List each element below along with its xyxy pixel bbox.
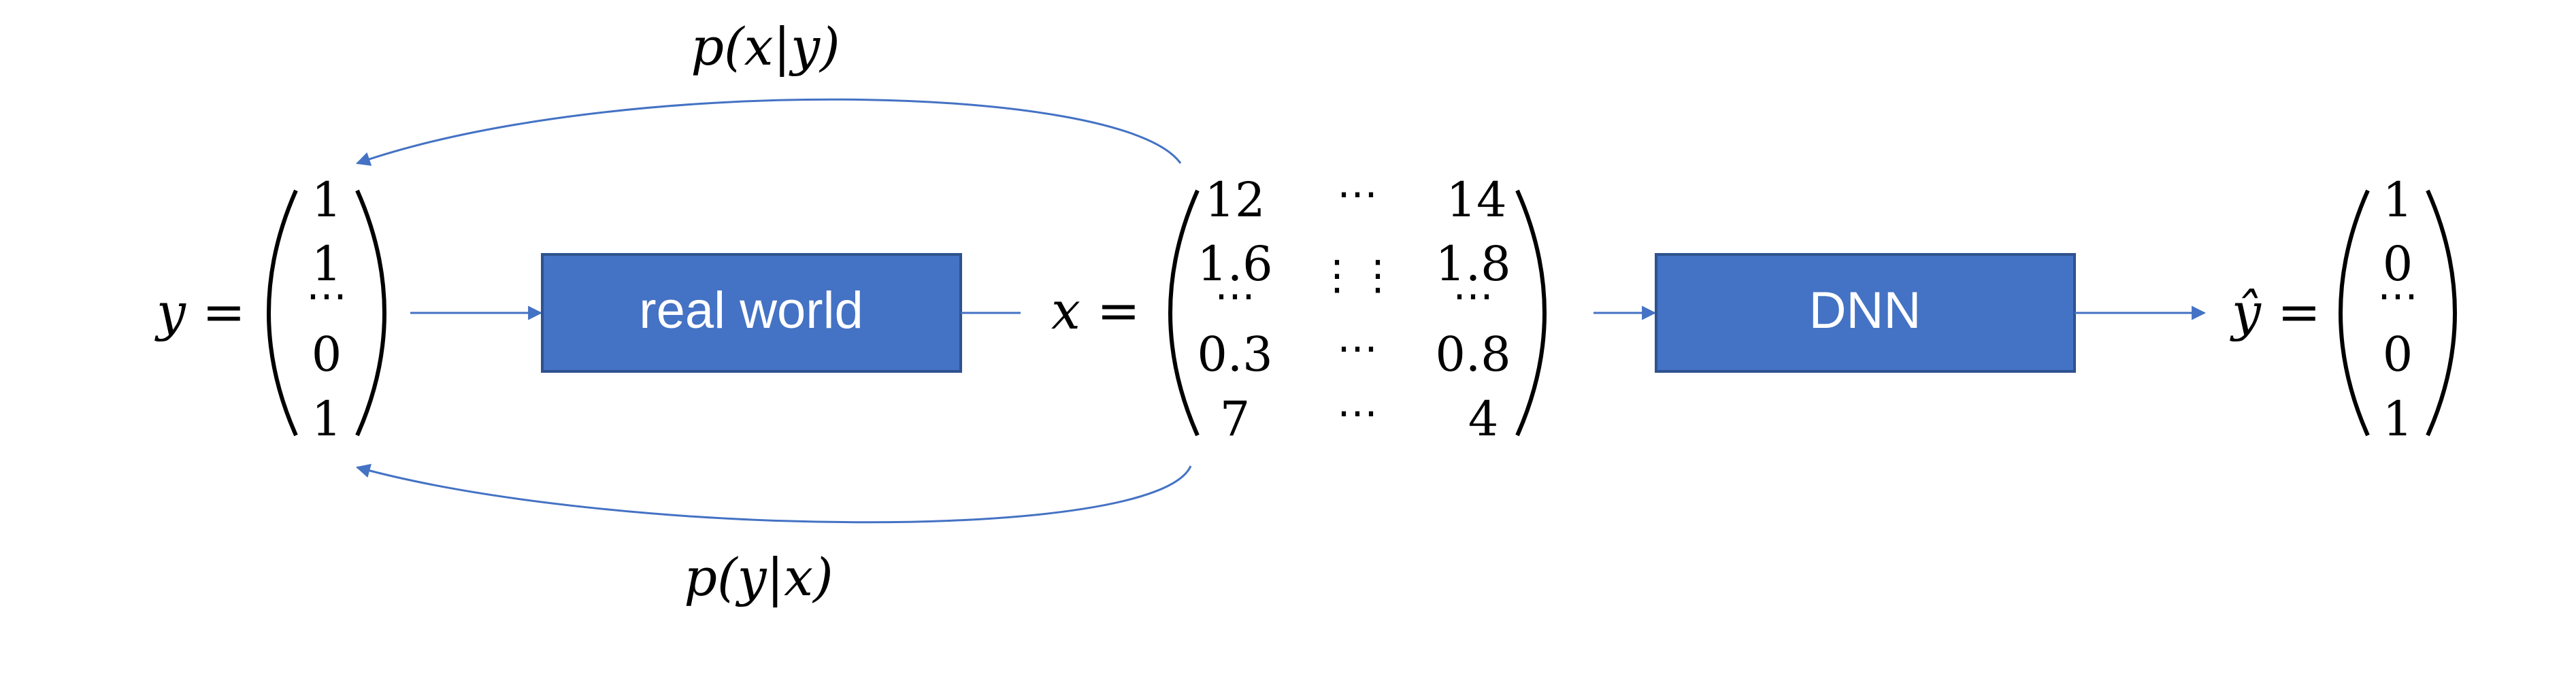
x-matrix-cell: 0.8 <box>1435 327 1510 382</box>
y-vector-entry: 1 <box>312 172 342 228</box>
label-p-x-given-y: p(x|y) <box>691 16 840 77</box>
arrow-x-to-y-bottom <box>355 463 1192 524</box>
real-world-label: real world <box>639 282 863 339</box>
x-matrix-left-paren <box>1168 189 1200 437</box>
yhat-vector-lhs: ŷ = <box>2230 282 2321 342</box>
yhat-vector-left-paren <box>2339 189 2370 437</box>
y-vector: y = 1 1 ⋯ 0 1 <box>154 172 386 447</box>
x-matrix-lhs: x = <box>1051 280 1140 341</box>
label-p-y-given-x: p(y|x) <box>684 547 833 607</box>
x-matrix-cell: 7 <box>1220 391 1251 447</box>
y-vector-left-paren <box>267 189 298 437</box>
real-world-box: real world <box>541 253 962 373</box>
yhat-vector-entry: 0 <box>2383 236 2413 292</box>
x-matrix: x = 12 1.6 ⋯ 0.3 7 ⋯ ⋮⋮ ⋯ ⋯ 14 1.8 ⋯ 0.8… <box>1051 170 1547 447</box>
yhat-vector-entry: 1 <box>2383 172 2413 228</box>
yhat-vector-right-paren <box>2426 189 2457 437</box>
y-vector-entry: ⋯ <box>306 272 347 320</box>
yhat-vector-entry: 1 <box>2383 391 2413 447</box>
x-matrix-right-paren <box>1515 189 1547 437</box>
y-vector-entry: 1 <box>312 391 342 447</box>
x-matrix-cell: 0.3 <box>1197 327 1272 382</box>
yhat-vector-entry: ⋯ <box>2377 272 2418 320</box>
x-matrix-cell: 1.8 <box>1435 236 1510 292</box>
y-vector-entry: 0 <box>312 327 342 382</box>
x-matrix-cell: ⋯ <box>1337 170 1378 218</box>
x-matrix-cell: ⋮⋮ <box>1317 252 1398 299</box>
x-matrix-cell: ⋯ <box>1337 324 1378 372</box>
yhat-vector-entry: 0 <box>2383 327 2413 382</box>
x-matrix-cell: 4 <box>1468 391 1499 447</box>
x-matrix-cell: 1.6 <box>1197 236 1272 292</box>
x-matrix-cell: ⋯ <box>1215 272 1255 320</box>
arrow-x-to-y-top <box>356 98 1182 166</box>
x-matrix-cell: ⋯ <box>1337 389 1378 437</box>
y-vector-right-paren <box>355 189 386 437</box>
dnn-label: DNN <box>1809 282 1921 339</box>
x-matrix-cell: 12 <box>1204 172 1265 228</box>
y-vector-lhs: y = <box>154 282 246 342</box>
yhat-vector: ŷ = 1 0 ⋯ 0 1 <box>2230 172 2457 447</box>
x-matrix-cell: 14 <box>1446 172 1506 228</box>
x-matrix-cell: ⋯ <box>1453 272 1493 320</box>
dnn-box: DNN <box>1655 253 2076 373</box>
y-vector-entry: 1 <box>312 236 342 292</box>
